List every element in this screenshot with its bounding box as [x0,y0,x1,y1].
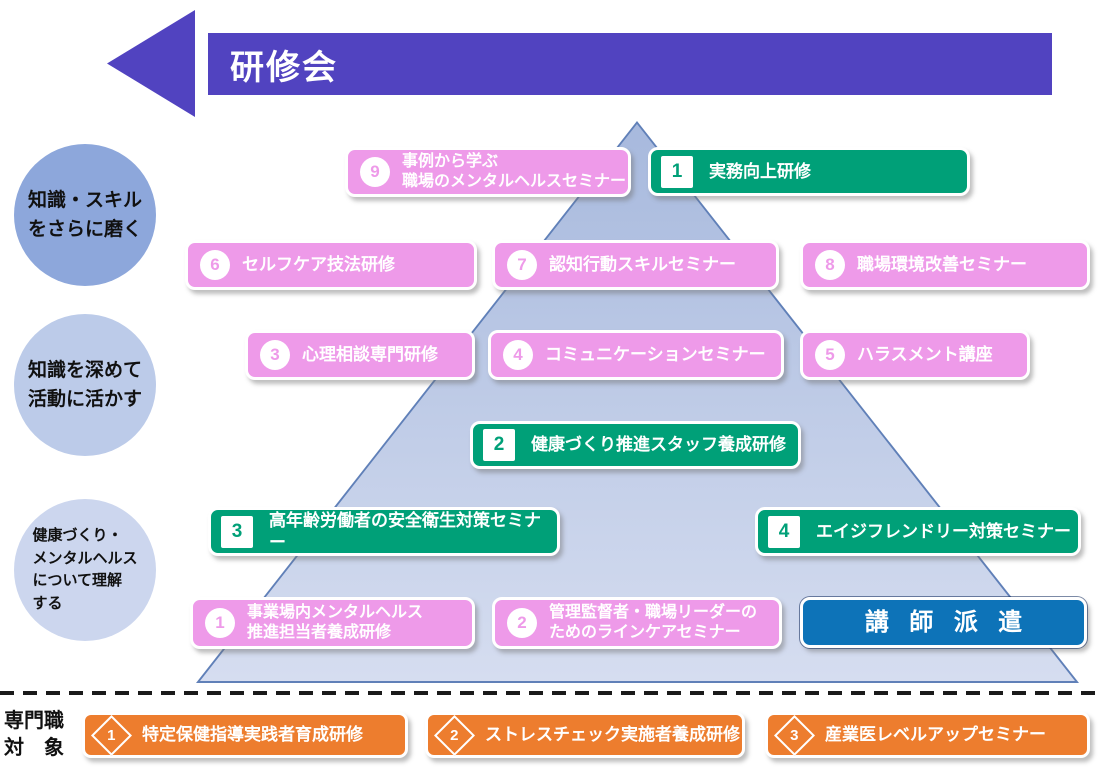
diamond-number-badge: 2 [433,714,476,756]
course-number-badge: 4 [768,515,800,548]
course-box-pink-5: 5 ハラスメント講座 [800,330,1030,380]
course-number-badge: 1 [205,608,235,638]
course-label: セルフケア技法研修 [242,255,395,275]
stage-circle-advance: 知識・スキル をさらに磨く [14,144,156,286]
page-title: 研修会 [230,48,338,87]
course-box-green-3: 3 高年齢労働者の安全衛生対策セミナー [208,507,560,556]
course-label: 職場環境改善セミナー [857,255,1027,275]
course-number-badge: 2 [483,429,515,461]
course-number-badge: 5 [815,340,845,370]
course-number-badge: 4 [503,340,533,370]
left-arrow-icon [107,10,195,117]
dispatch-label: 講師派遣 [864,608,1043,636]
course-box-pink-8: 8 職場環境改善セミナー [800,240,1090,290]
stage-label: 知識・スキル をさらに磨く [27,189,142,240]
course-box-pink-6: 6 セルフケア技法研修 [185,240,477,290]
course-label: コミュニケーションセミナー [545,345,766,365]
course-label: エイジフレンドリー対策セミナー [816,521,1071,541]
course-label: 心理相談専門研修 [302,345,438,365]
course-number: 3 [790,726,799,744]
course-label: 事例から学ぶ 職場のメンタルヘルスセミナー [402,153,627,190]
course-box-pink-7: 7 認知行動スキルセミナー [492,240,779,290]
course-label: 実務向上研修 [709,161,811,181]
course-label: 高年齢労働者の安全衛生対策セミナー [269,511,541,552]
header-banner: 研修会 [208,33,1052,95]
course-number-badge: 2 [507,608,537,638]
course-label: 認知行動スキルセミナー [549,255,736,275]
course-number-badge: 6 [200,250,230,280]
stage-circle-deepen: 知識を深めて 活動に活かす [14,314,156,456]
stage-circle-understand: 健康づくり・ メンタルヘルス について理解 する [14,499,156,641]
diamond-number-badge: 3 [773,714,816,756]
course-box-green-1: 1 実務向上研修 [648,147,970,196]
course-label: 管理監督者・職場リーダーの ためのラインケアセミナー [549,604,758,641]
lecturer-dispatch-box: 講師派遣 [800,597,1087,648]
stage-label: 健康づくり・ メンタルヘルス について理解 する [32,527,138,612]
diamond-number-badge: 1 [90,714,133,756]
dashed-divider [0,691,1098,695]
specialist-target-label: 専門職 対 象 [4,710,64,759]
stage-label: 知識を深めて 活動に活かす [27,359,142,410]
course-box-pink-4: 4 コミュニケーションセミナー [488,330,784,380]
course-number-badge: 3 [221,515,253,548]
course-number-badge: 7 [507,250,537,280]
course-box-orange-1: 1 特定保健指導実践者育成研修 [82,712,408,758]
course-label: ハラスメント講座 [857,345,993,365]
course-number-badge: 1 [661,155,693,188]
course-label: 健康づくり推進スタッフ養成研修 [531,435,786,455]
course-box-pink-2: 2 管理監督者・職場リーダーの ためのラインケアセミナー [492,597,782,649]
course-number: 2 [450,726,459,744]
course-box-green-4: 4 エイジフレンドリー対策セミナー [755,507,1081,556]
course-box-pink-1: 1 事業場内メンタルヘルス 推進担当者養成研修 [190,597,475,649]
course-box-pink-3: 3 心理相談専門研修 [245,330,475,380]
course-number-badge: 3 [260,340,290,370]
course-box-orange-2: 2 ストレスチェック実施者養成研修 [425,712,745,758]
course-label: 事業場内メンタルヘルス 推進担当者養成研修 [247,604,424,641]
course-box-green-2: 2 健康づくり推進スタッフ養成研修 [470,421,801,469]
course-number-badge: 9 [360,157,390,187]
course-label: 特定保健指導実践者育成研修 [142,725,363,745]
course-label: ストレスチェック実施者養成研修 [485,725,740,745]
course-number: 1 [107,726,116,744]
course-label: 産業医レベルアップセミナー [825,725,1046,745]
course-number-badge: 8 [815,250,845,280]
course-box-orange-3: 3 産業医レベルアップセミナー [765,712,1090,758]
course-box-pink-9: 9 事例から学ぶ 職場のメンタルヘルスセミナー [345,147,631,197]
